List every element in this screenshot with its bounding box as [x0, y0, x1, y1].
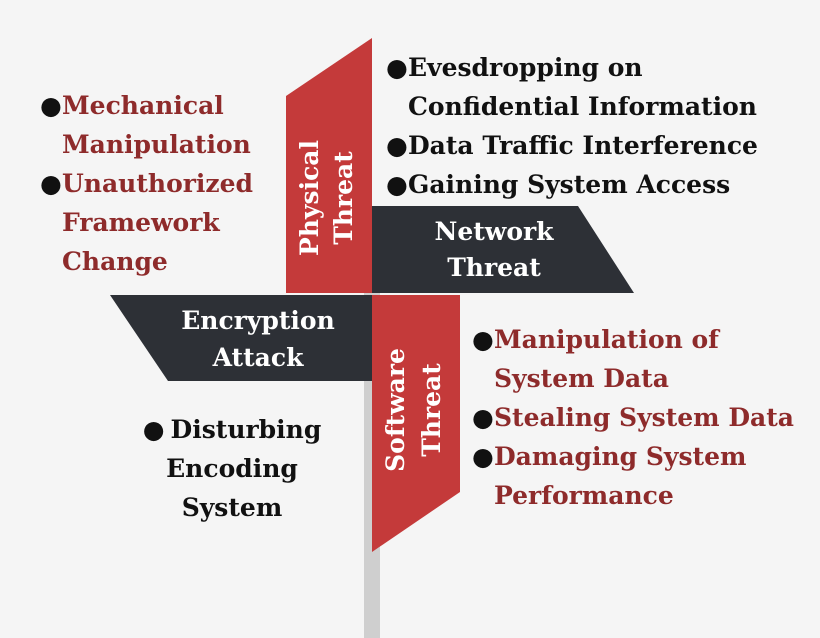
item-line: Unauthorized	[62, 169, 254, 198]
item-line: Evesdropping on	[408, 53, 643, 82]
item-line: System	[181, 493, 283, 522]
item-line: Stealing System Data	[494, 403, 794, 432]
item-line: Encoding	[166, 454, 298, 483]
item-line: Manipulation	[62, 130, 251, 159]
bullet-icon: ●	[386, 170, 408, 199]
physical-threat-label-line1: Physical	[295, 140, 324, 256]
encryption-attack-list: ●Disturbing Encoding System	[120, 410, 344, 527]
list-item: ● Stealing System Data	[472, 398, 812, 437]
network-threat-label-line2: Threat	[447, 253, 541, 282]
bullet-icon: ●	[40, 91, 62, 120]
item-line: Damaging System	[494, 442, 747, 471]
software-threat-list: ● Manipulation of System Data ● Stealing…	[472, 320, 812, 515]
bullet-icon: ●	[472, 442, 494, 471]
software-threat-panel	[372, 295, 460, 552]
item-line: Confidential Information	[408, 92, 757, 121]
item-line: System Data	[494, 364, 669, 393]
list-item: ●Disturbing Encoding System	[120, 410, 344, 527]
list-item: ● Unauthorized Framework Change	[40, 164, 280, 281]
list-item: ● Manipulation of System Data	[472, 320, 812, 398]
bullet-icon: ●	[40, 169, 62, 198]
list-item: ● Gaining System Access	[386, 165, 816, 204]
item-line: Data Traffic Interference	[408, 131, 758, 160]
encryption-attack-label-line2: Attack	[212, 343, 304, 372]
encryption-attack-label-line1: Encryption	[181, 306, 335, 335]
list-item: ● Damaging System Performance	[472, 437, 812, 515]
bullet-icon: ●	[472, 403, 494, 432]
physical-threat-label-line2: Threat	[329, 151, 358, 245]
item-line: Performance	[494, 481, 674, 510]
encryption-attack-panel	[110, 295, 372, 381]
item-line: Framework	[62, 208, 220, 237]
network-threat-panel	[372, 206, 634, 293]
list-item: ● Data Traffic Interference	[386, 126, 816, 165]
item-line: Change	[62, 247, 168, 276]
physical-threat-list: ● Mechanical Manipulation ● Unauthorized…	[40, 86, 280, 281]
software-threat-label-line1: Software	[381, 348, 410, 472]
item-line: Manipulation of	[494, 325, 719, 354]
bullet-icon: ●	[142, 415, 165, 444]
software-threat-label-line2: Threat	[417, 363, 446, 457]
bullet-icon: ●	[472, 325, 494, 354]
bullet-icon: ●	[386, 131, 408, 160]
list-item: ● Mechanical Manipulation	[40, 86, 280, 164]
item-line: Disturbing	[170, 415, 322, 444]
item-line: Gaining System Access	[408, 170, 731, 199]
bullet-icon: ●	[386, 53, 408, 82]
physical-threat-panel	[286, 38, 372, 293]
list-item: ● Evesdropping on Confidential Informati…	[386, 48, 816, 126]
network-threat-list: ● Evesdropping on Confidential Informati…	[386, 48, 816, 204]
network-threat-label-line1: Network	[435, 217, 555, 246]
item-line: Mechanical	[62, 91, 224, 120]
